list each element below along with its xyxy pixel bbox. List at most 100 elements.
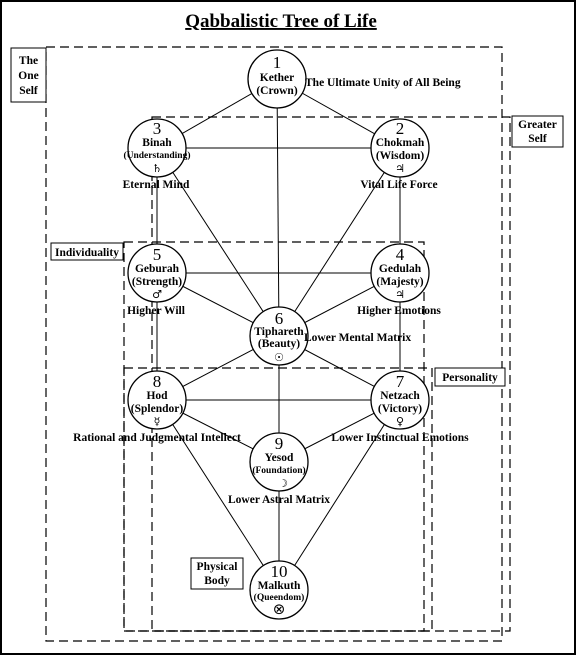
sephirah-name: Gedulah [379,263,422,275]
mercury-symbol-icon: ☿ [154,415,161,428]
annotation-lower-mental-matrix: Lower Mental Matrix [304,332,411,344]
region-label-personality: Personality [434,367,506,387]
sun-symbol-icon: ☉ [274,351,284,364]
sephirah-number: 4 [396,245,405,264]
sephirah-name: Yesod [265,452,294,464]
sephirah-name: Netzach [380,390,420,402]
region-label-line: Self [19,85,38,97]
sephirah-meaning: (Wisdom) [376,150,425,162]
sephirah-number: 7 [396,372,405,391]
sephirah-binah: 3 Binah (Understanding) ♄ [123,118,191,178]
sephirah-chokmah: 2 Chokmah (Wisdom) ♃ [370,118,430,178]
sephirah-name: Hod [146,390,168,402]
path-8-10 [156,399,280,591]
page-title: Qabbalistic Tree of Life [185,11,377,32]
sephirah-name: Kether [260,72,294,84]
sephirah-geburah: 5 Geburah (Strength) ♂ [127,243,187,303]
region-label-greater-self: Greater Self [511,115,564,148]
region-label-line: Body [204,575,230,587]
path-2-6 [278,147,401,337]
venus-symbol-icon: ♀ [396,415,404,428]
sephirah-kether: 1 Kether (Crown) [247,49,307,109]
annotation-higher-will: Higher Will [127,305,185,317]
saturn-symbol-icon: ♄ [152,162,162,175]
sephirah-circle [127,118,187,178]
sephirah-meaning: (Splendor) [131,403,184,415]
annotation-lower-instinctual-emotions: Lower Instinctual Emotions [331,432,469,444]
annotation-eternal-mind: Eternal Mind [123,179,190,191]
sephirah-number: 5 [153,245,162,264]
earth-symbol-icon: ⊗ [273,600,286,618]
sephirah-meaning: (Crown) [256,85,297,97]
sephirah-malkuth: 10 Malkuth (Queendom) ⊗ [249,560,309,620]
sephiroth: 1 Kether (Crown) 2 Chokmah (Wisdom) ♃ 3 … [123,49,430,620]
sephirah-circle [370,370,430,430]
sephirah-gedulah: 4 Gedulah (Majesty) ♃ [370,243,430,303]
annotation-rational-intellect: Rational and Judgmental Intellect [73,432,241,444]
jupiter-symbol-icon: ♃ [395,288,405,301]
path-3-6 [156,147,280,337]
region-label-box [190,557,244,590]
region-label-line: Physical [197,561,238,573]
moon-symbol-icon: ☽ [278,477,288,490]
sephirah-number: 10 [271,562,288,581]
sephirah-number: 6 [275,309,284,328]
sephirah-number: 1 [273,53,282,72]
sephirah-circle [370,118,430,178]
region-label-line: The [19,55,38,67]
path-7-10 [278,399,401,591]
sephirah-meaning: (Majesty) [376,276,423,288]
sephirah-hod: 8 Hod (Splendor) ☿ [127,370,187,430]
annotation-ultimate-unity: The Ultimate Unity of All Being [305,77,461,89]
sephirah-tiphareth: 6 Tiphareth (Beauty) ☉ [249,306,309,366]
sephirah-meaning: (Queendom) [254,592,305,603]
region-label-individuality: Individuality [50,242,124,261]
sephirah-name: Geburah [135,263,180,275]
sephirah-number: 9 [275,434,284,453]
sephirah-circle [249,306,309,366]
region-label-box [434,367,506,387]
sephirah-circle [127,370,187,430]
sephirah-number: 8 [153,372,162,391]
region-label-line: Greater [518,119,557,131]
annotations: The Ultimate Unity of All Being Eternal … [73,77,469,506]
sephirah-circle [249,560,309,620]
one-self-boundary [45,46,503,642]
region-label-one-self: The One Self [10,47,47,103]
sephirah-meaning: (Strength) [132,276,182,288]
region-label-box [50,242,124,261]
region-label-line: One [18,70,38,82]
sephirah-meaning: (Foundation) [252,465,305,476]
annotation-vital-life-force: Vital Life Force [360,179,437,191]
sephirah-yesod: 9 Yesod (Foundation) ☽ [249,432,309,492]
mars-symbol-icon: ♂ [152,288,162,301]
region-label-box [10,47,47,103]
sephirah-meaning: (Understanding) [123,150,190,161]
sephirah-name: Binah [142,137,172,149]
sephirah-circle [249,432,309,492]
sephirah-number: 3 [153,119,162,138]
region-label-physical-body: Physical Body [190,557,244,590]
path-1-6 [276,78,280,337]
sephirah-meaning: (Victory) [378,403,422,415]
sephirah-circle [370,243,430,303]
sephirah-name: Tiphareth [254,326,304,338]
sephirah-netzach: 7 Netzach (Victory) ♀ [370,370,430,430]
personality-boundary [123,367,433,632]
sephirah-name: Malkuth [258,580,301,592]
jupiter-symbol-icon: ♃ [395,162,405,175]
region-label-line: Individuality [55,247,119,259]
region-labels: The One Self Greater Self Individuality … [10,47,564,590]
region-label-box [511,115,564,148]
sephirah-circle [127,243,187,303]
annotation-higher-emotions: Higher Emotions [357,305,441,317]
sephirah-circle [247,49,307,109]
sephirah-number: 2 [396,119,405,138]
sephirah-meaning: (Beauty) [258,338,300,350]
region-label-line: Personality [442,372,498,384]
region-label-line: Self [528,133,547,145]
individuality-boundary [123,241,425,632]
sephirah-name: Chokmah [376,137,425,149]
